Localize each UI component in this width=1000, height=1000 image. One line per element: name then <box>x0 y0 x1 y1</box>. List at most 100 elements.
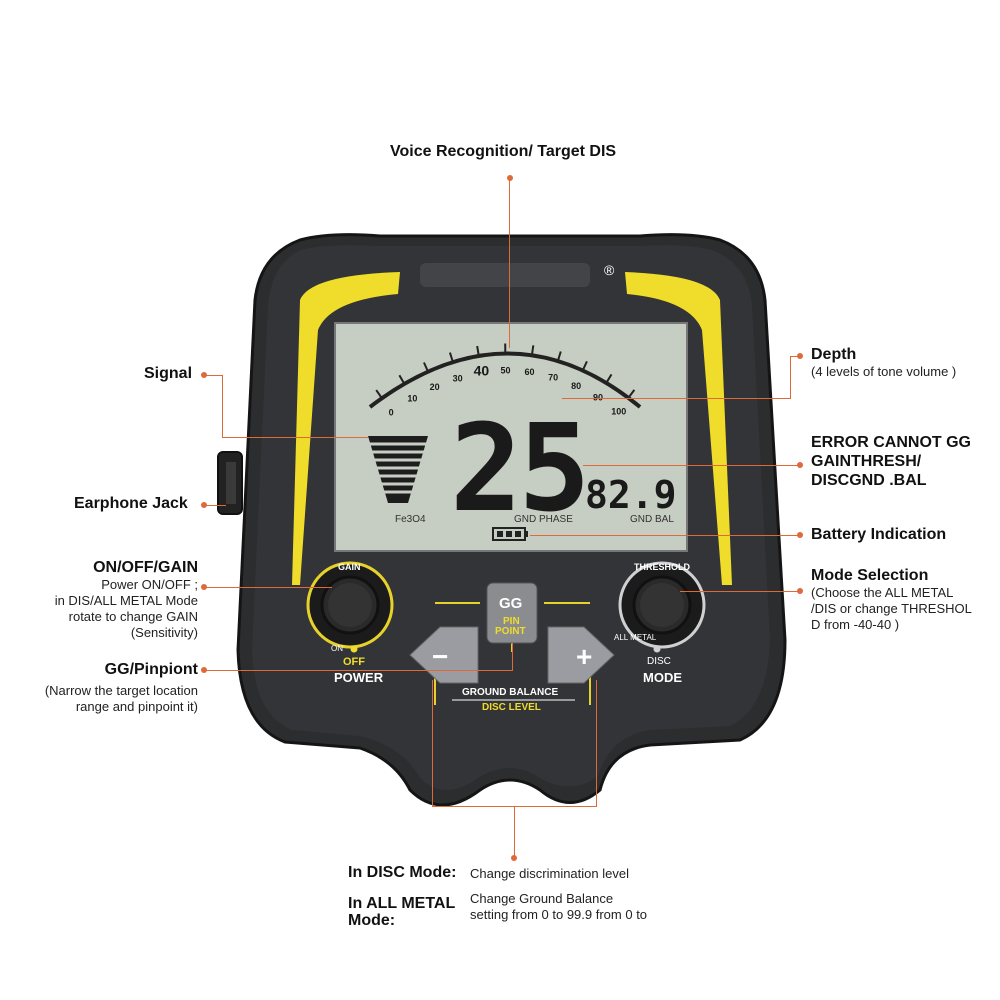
depth-leader <box>562 398 791 399</box>
error-annotation: ERROR CANNOT GG GAINTHRESH/ DISCGND .BAL <box>811 433 971 490</box>
mode-label: MODE <box>643 670 682 685</box>
plus-icon: + <box>576 641 592 672</box>
depth-scale-label: 20 <box>430 382 440 392</box>
allmetal-desc-1: Change Ground Balance <box>470 891 614 906</box>
threshold-ring-label: THRESHOLD <box>634 562 691 572</box>
disc-mode-label: In DISC Mode: <box>348 864 457 881</box>
mode-title: Mode Selection <box>811 567 929 584</box>
earphone-leader <box>204 505 226 506</box>
voice-recognition-title: Voice Recognition/ Target DIS <box>390 143 617 160</box>
depth-scale-label: 60 <box>525 367 535 377</box>
battery-icon <box>492 527 528 541</box>
mode-knob[interactable] <box>618 561 706 649</box>
depth-scale-tick <box>627 389 636 399</box>
battery-leader <box>530 535 798 536</box>
depth-scale-label: 80 <box>571 381 581 391</box>
battery-title: Battery Indication <box>811 526 947 543</box>
earphone-jack-title: Earphone Jack <box>74 495 188 512</box>
ground-balance-digits: 82.9 <box>585 473 677 517</box>
depth-desc: (4 levels of tone volume ) <box>811 364 957 379</box>
depth-scale-label: 90 <box>593 393 603 403</box>
depth-scale-label: 40 <box>474 363 490 379</box>
depth-scale-tick <box>556 351 562 362</box>
mode-desc-3: D from -40-40 ) <box>811 617 900 632</box>
gain-leader <box>204 587 332 588</box>
allmetal-mode-label: In ALL METAL Mode: <box>348 895 455 929</box>
depth-scale-tick <box>448 352 454 363</box>
pin-label: PIN <box>503 616 520 627</box>
gain-annotation: ON/OFF/GAIN Power ON/OFF ; in DIS/ALL ME… <box>20 559 198 641</box>
off-label: OFF <box>343 656 365 668</box>
yellow-accent-left <box>292 272 400 585</box>
depth-scale: 0102030405060708090100 <box>375 343 636 417</box>
depth-scale-label: 0 <box>389 407 394 417</box>
error-line-3: DISCGND .BAL <box>811 472 927 489</box>
depth-dot <box>797 353 803 359</box>
depth-annotation: Depth (4 levels of tone volume ) <box>811 346 956 380</box>
gain-knob[interactable] <box>306 561 394 649</box>
disc-level-label: DISC LEVEL <box>482 702 541 713</box>
minus-button[interactable] <box>409 626 479 684</box>
signal-title: Signal <box>144 365 193 382</box>
depth-scale-label: 10 <box>407 394 417 404</box>
minus-icon: − <box>432 641 448 672</box>
gg-leader <box>512 644 513 671</box>
disc-mode-desc: Change discrimination level <box>470 866 629 881</box>
registered-mark: ® <box>604 262 615 278</box>
gnd-phase-label: GND PHASE <box>514 514 573 525</box>
allmetal-mode-desc: Change Ground Balance setting from 0 to … <box>470 891 647 923</box>
gg-desc-1: (Narrow the target location <box>44 683 198 698</box>
mode-dot <box>797 588 803 594</box>
plus-button[interactable] <box>547 626 615 684</box>
gain-desc-1: Power ON/OFF ; <box>101 577 198 592</box>
error-leader <box>583 465 798 466</box>
gg-pinpoint-button[interactable] <box>486 582 538 644</box>
mode-desc-2: /DIS or change THRESHOL <box>811 601 972 616</box>
on-indicator-dot <box>350 645 358 653</box>
voice-dot <box>507 175 513 181</box>
allmetal-label-line-1: In ALL METAL <box>348 895 456 912</box>
depth-scale-tick <box>476 345 480 357</box>
depth-scale-tick <box>530 345 535 356</box>
yellow-accent-right <box>625 272 732 585</box>
depth-scale-tick <box>375 389 383 399</box>
all-metal-label: ALL METAL <box>614 633 657 642</box>
signal-leader <box>222 437 368 438</box>
target-id-digits: 25 <box>450 400 587 539</box>
point-label: POINT <box>495 626 526 637</box>
gg-annotation: GG/Pinpiont (Narrow the target location … <box>10 661 198 715</box>
on-label: ON <box>331 644 343 653</box>
bottom-leader <box>514 806 515 858</box>
gain-title: ON/OFF/GAIN <box>93 559 198 576</box>
battery-dot <box>797 532 803 538</box>
mode-annotation: Mode Selection (Choose the ALL METAL /DI… <box>811 567 972 633</box>
ground-balance-label: GROUND BALANCE <box>462 687 558 698</box>
gain-ring-label: GAIN <box>338 562 361 572</box>
gg-desc-2: range and pinpoint it) <box>75 699 198 714</box>
mode-desc-1: (Choose the ALL METAL <box>811 585 954 600</box>
depth-scale-tick <box>581 360 588 371</box>
voice-leader <box>509 178 510 348</box>
disc-label: DISC <box>647 656 671 667</box>
depth-title: Depth <box>811 346 857 363</box>
error-line-2: GAINTHRESH/ <box>811 453 922 470</box>
gg-title: GG/Pinpiont <box>104 661 198 678</box>
depth-scale-label: 50 <box>500 366 510 376</box>
gg-button-label: GG <box>499 595 522 612</box>
depth-scale-tick <box>398 374 406 385</box>
fe3o4-label: Fe3O4 <box>395 514 426 525</box>
depth-scale-tick <box>605 373 613 384</box>
gain-desc-2: in DIS/ALL METAL Mode <box>54 593 198 608</box>
brand-logo <box>420 263 590 287</box>
disc-indicator-dot <box>653 645 661 653</box>
error-dot <box>797 462 803 468</box>
allmetal-desc-2: setting from 0 to 99.9 from 0 to <box>470 907 648 922</box>
mode-leader <box>680 591 798 592</box>
depth-scale-label: 70 <box>548 372 558 382</box>
depth-scale-tick <box>423 362 429 373</box>
power-label: POWER <box>334 670 384 685</box>
depth-scale-label: 30 <box>453 373 463 383</box>
error-line-1: ERROR CANNOT GG <box>811 434 971 451</box>
allmetal-label-line-2: Mode: <box>348 912 396 929</box>
gain-desc-3: rotate to change GAIN <box>68 609 198 624</box>
